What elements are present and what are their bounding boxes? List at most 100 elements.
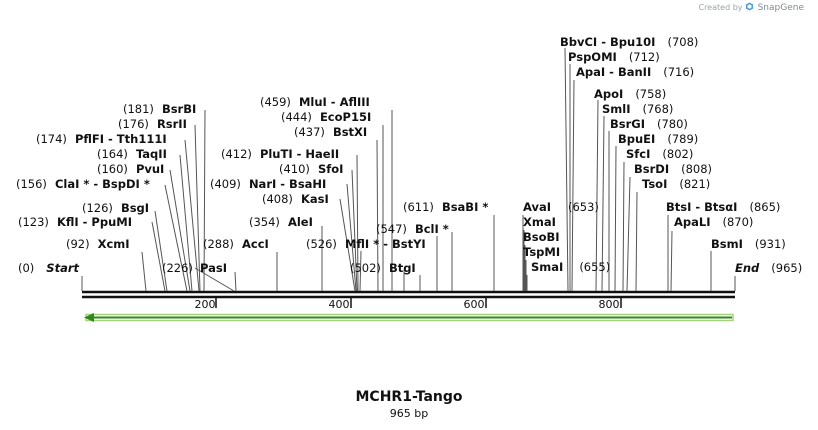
site-label[interactable]: SmaI (655) <box>531 260 610 274</box>
site-position: (176) <box>118 117 149 131</box>
site-label[interactable]: BtsI - BtsαI(865) <box>666 200 780 214</box>
site-label[interactable]: BbvCI - Bpu10I(708) <box>560 35 698 49</box>
sequence-backbone <box>82 290 735 299</box>
site-position: (174) <box>36 132 67 146</box>
site-name: NarI - BsaHI <box>249 177 326 191</box>
site-label[interactable]: (437)BstXI <box>294 125 367 139</box>
sequence-length: 965 bp <box>389 407 429 420</box>
snapgene-credit: Created by SnapGene <box>698 2 804 13</box>
site-label[interactable]: (408) KasI <box>262 192 329 206</box>
site-label[interactable]: (176)RsrII <box>118 117 187 131</box>
site-label[interactable]: BpuEI(789) <box>618 132 698 146</box>
site-label[interactable]: (354)AleI <box>249 215 313 229</box>
site-name: PspOMI <box>568 50 617 64</box>
site-position: (226) <box>162 261 193 275</box>
site-label[interactable]: (181)BsrBI <box>123 102 196 116</box>
site-name[interactable]: XmaI <box>523 215 556 229</box>
site-name: KflI - PpuMI <box>57 215 132 229</box>
site-label[interactable]: (92) XcmI <box>66 237 130 251</box>
site-name: PluTI - HaeII <box>260 147 339 161</box>
site-label[interactable]: (174)PflFI - Tth111I <box>36 132 167 146</box>
site-position: (160) <box>97 162 128 176</box>
site-name: KasI <box>301 192 329 206</box>
site-label[interactable]: (459)MluI - AflIII <box>260 95 370 109</box>
site-label[interactable]: (547)BclI * <box>376 222 449 236</box>
site-name: BsrGI <box>610 117 645 131</box>
site-name: AleI <box>288 215 313 229</box>
start-name: Start <box>46 261 79 275</box>
site-position: (126) <box>82 201 113 215</box>
site-name: TaqII <box>136 147 167 161</box>
site-name: XcmI <box>98 237 130 251</box>
site-position: (865) <box>749 200 780 214</box>
site-label[interactable]: (410)SfoI <box>279 162 343 176</box>
site-label[interactable]: (409) NarI - BsaHI <box>210 177 326 191</box>
site-name: SfcI <box>626 147 650 161</box>
site-name: BsrBI <box>162 102 196 116</box>
site-position: (412) <box>221 147 252 161</box>
credit-brand: SnapGene <box>757 3 804 13</box>
site-label[interactable]: (526)MflI * - BstYI <box>306 237 426 251</box>
site-label[interactable]: TsoI(821) <box>642 177 710 191</box>
leader-lines <box>81 47 736 292</box>
site-name: MflI * - BstYI <box>345 237 426 251</box>
site-position[interactable]: (653) <box>568 200 599 214</box>
site-label[interactable]: AccI <box>242 237 269 251</box>
site-name: SmaI <box>531 260 563 274</box>
site-label[interactable]: BsrGI(780) <box>610 117 688 131</box>
site-label[interactable]: SfcI(802) <box>626 147 693 161</box>
site-label[interactable]: ApaI - BanII (716) <box>576 65 694 79</box>
start-position: (0) <box>18 261 34 275</box>
site-name: BstXI <box>333 125 367 139</box>
site-label[interactable]: (412) PluTI - HaeII <box>221 147 339 161</box>
site-label[interactable]: (164) TaqII <box>97 147 167 161</box>
site-position: (459) <box>260 95 291 109</box>
feature-arrow[interactable] <box>84 313 734 322</box>
site-label[interactable]: BsmI(931) <box>711 237 786 251</box>
site-position: (444) <box>281 110 312 124</box>
site-name: PasI <box>200 261 227 275</box>
site-name[interactable]: BsoBI <box>523 230 560 244</box>
site-position: (716) <box>663 65 694 79</box>
site-name: BtgI <box>389 261 416 275</box>
site-label[interactable]: (123) KflI - PpuMI <box>18 215 132 229</box>
site-label[interactable]: SmlI(768) <box>602 102 673 116</box>
site-label[interactable]: PspOMI (712) <box>568 50 660 64</box>
axis-tick-label: 600 <box>464 298 485 311</box>
site-name[interactable]: TspMI <box>523 245 560 259</box>
site-position: (712) <box>629 50 660 64</box>
site-label[interactable]: PasI <box>200 261 227 275</box>
site-name: ApaLI <box>674 215 711 229</box>
snapgene-logo-icon <box>745 2 754 11</box>
site-name: BpuEI <box>618 132 655 146</box>
site-position: (768) <box>643 102 674 116</box>
site-label[interactable]: ApaLI(870) <box>674 215 753 229</box>
site-name: ClaI * - BspDI * <box>55 177 150 191</box>
site-name: TsoI <box>642 177 667 191</box>
site-name[interactable]: AvaI <box>523 200 551 214</box>
site-position: (92) <box>66 237 90 251</box>
site-label[interactable]: (611)BsaBI * <box>403 200 488 214</box>
site-label[interactable]: (444)EcoP15I <box>281 110 371 124</box>
site-position: (164) <box>97 147 128 161</box>
site-position: (408) <box>262 192 293 206</box>
sequence-map: .lbl { font-family:"DejaVu Sans", sans-s… <box>16 35 802 322</box>
site-name: ApoI <box>594 87 623 101</box>
site-name: BclI * <box>415 222 449 236</box>
site-position: (123) <box>18 215 49 229</box>
axis-tick-label: 400 <box>329 298 350 311</box>
site-name: BsgI <box>121 201 149 215</box>
site-label[interactable]: BsrDI(808) <box>634 162 712 176</box>
site-label[interactable]: (502)BtgI <box>350 261 416 275</box>
credit-text: Created by <box>698 3 743 12</box>
site-position: (410) <box>279 162 310 176</box>
site-label[interactable]: (160)PvuI <box>97 162 164 176</box>
site-label[interactable]: ApoI(758) <box>594 87 666 101</box>
site-position: (409) <box>210 177 241 191</box>
site-name: ApaI - BanII <box>576 65 651 79</box>
site-label[interactable]: (226) <box>162 261 193 275</box>
site-position: (655) <box>579 260 610 274</box>
site-label[interactable]: (156)ClaI * - BspDI * <box>16 177 150 191</box>
site-label[interactable]: (288) <box>203 237 234 251</box>
site-label[interactable]: (126) BsgI <box>82 201 149 215</box>
